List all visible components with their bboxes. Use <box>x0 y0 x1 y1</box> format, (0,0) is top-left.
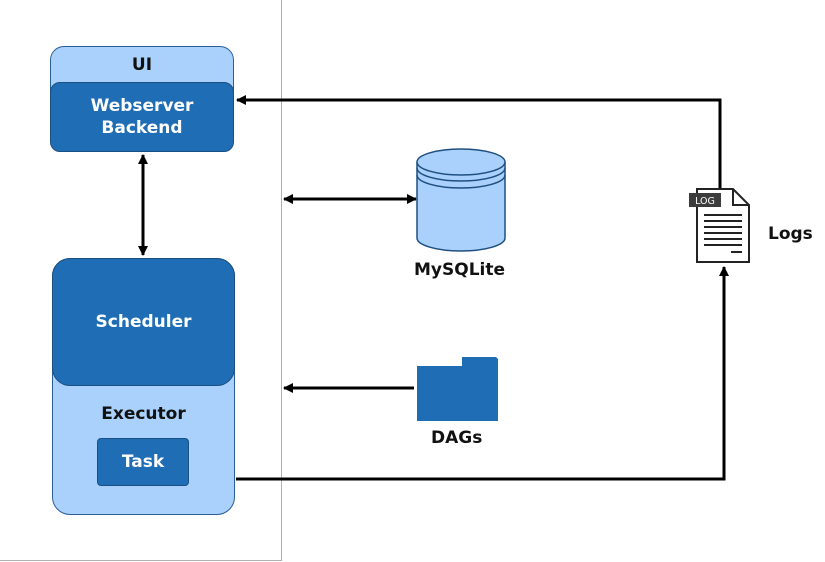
dags-label: DAGs <box>431 428 483 448</box>
database-icon <box>416 148 506 252</box>
executor-label: Executor <box>101 404 186 424</box>
log-file-icon <box>689 188 750 263</box>
task-label: Task <box>121 452 165 472</box>
logs-label: Logs <box>768 224 813 244</box>
database-label: MySQLite <box>414 260 506 280</box>
webserver-backend-box: Webserver Backend <box>50 82 234 152</box>
webserver-backend-label: Webserver Backend <box>90 96 194 138</box>
scheduler-box: Scheduler <box>52 258 235 386</box>
ui-label: UI <box>131 55 153 75</box>
executor-logs-arrow <box>236 266 729 481</box>
task-box: Task <box>97 438 189 486</box>
logs-webserver-arrow <box>236 95 722 189</box>
scheduler-label: Scheduler <box>95 312 192 332</box>
log-badge-text: LOG <box>695 196 715 207</box>
folder-icon <box>417 357 498 421</box>
